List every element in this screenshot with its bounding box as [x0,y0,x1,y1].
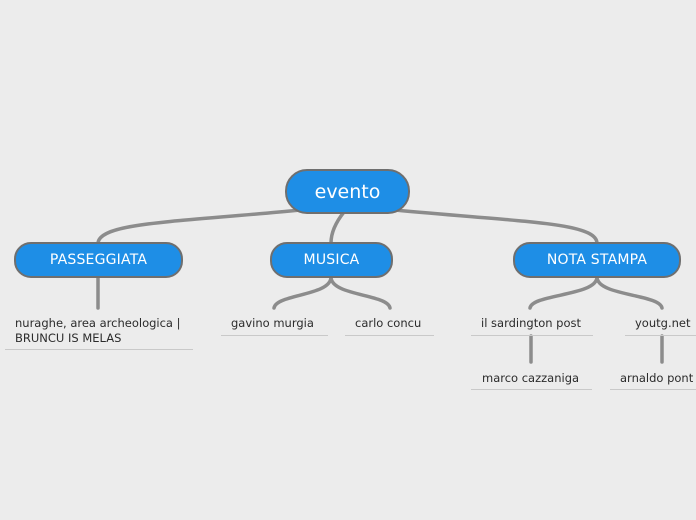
leaf-marco-cazzaniga-label: marco cazzaniga [482,371,580,385]
connector-nota-youtg [595,275,664,310]
leaf-youtg-net-label: youtg.net [635,316,691,330]
leaf-gavino-murgia-label: gavino murgia [231,316,314,330]
leaf-carlo-concu-label: carlo concu [355,316,422,330]
connector-nota-sardington [528,275,599,310]
leaf-carlo-concu[interactable]: carlo concu [355,316,421,331]
leaf-nuraghe[interactable]: nuraghe, area archeologica | BRUNCU IS M… [15,316,181,346]
connector-root-passeggiata [96,208,302,245]
leaf-nuraghe-line1: nuraghe, area archeologica | [15,316,181,330]
node-musica[interactable]: MUSICA [270,242,393,278]
root-node-label: evento [314,180,381,203]
leaf-nuraghe-line2: BRUNCU IS MELAS [15,331,122,345]
leaf-arnaldo-pont[interactable]: arnaldo pont [620,371,696,386]
leaf-nuraghe-underline [5,349,193,350]
leaf-carlo-underline [345,335,434,336]
leaf-sardington-post-label: il sardington post [481,316,582,330]
leaf-marco-underline [471,389,592,390]
leaf-marco-cazzaniga[interactable]: marco cazzaniga [482,371,579,386]
node-passeggiata[interactable]: PASSEGGIATA [14,242,183,278]
leaf-sardington-post[interactable]: il sardington post [481,316,581,331]
connector-root-nota-stampa [393,208,599,245]
node-nota-stampa[interactable]: NOTA STAMPA [513,242,681,278]
leaf-gavino-murgia[interactable]: gavino murgia [231,316,314,331]
connector-musica-gavino [272,275,333,310]
leaf-sardington-underline [471,335,593,336]
leaf-arnaldo-underline [610,389,696,390]
leaf-arnaldo-pont-label: arnaldo pont [620,371,694,385]
connector-musica-carlo [329,275,392,310]
leaf-youtg-net[interactable]: youtg.net [635,316,690,331]
connector-root-musica [329,210,346,245]
node-musica-label: MUSICA [303,252,360,268]
leaf-gavino-underline [221,335,328,336]
node-passeggiata-label: PASSEGGIATA [49,252,148,268]
leaf-youtg-underline [625,335,696,336]
node-nota-stampa-label: NOTA STAMPA [546,252,648,268]
root-node-evento[interactable]: evento [285,169,410,214]
